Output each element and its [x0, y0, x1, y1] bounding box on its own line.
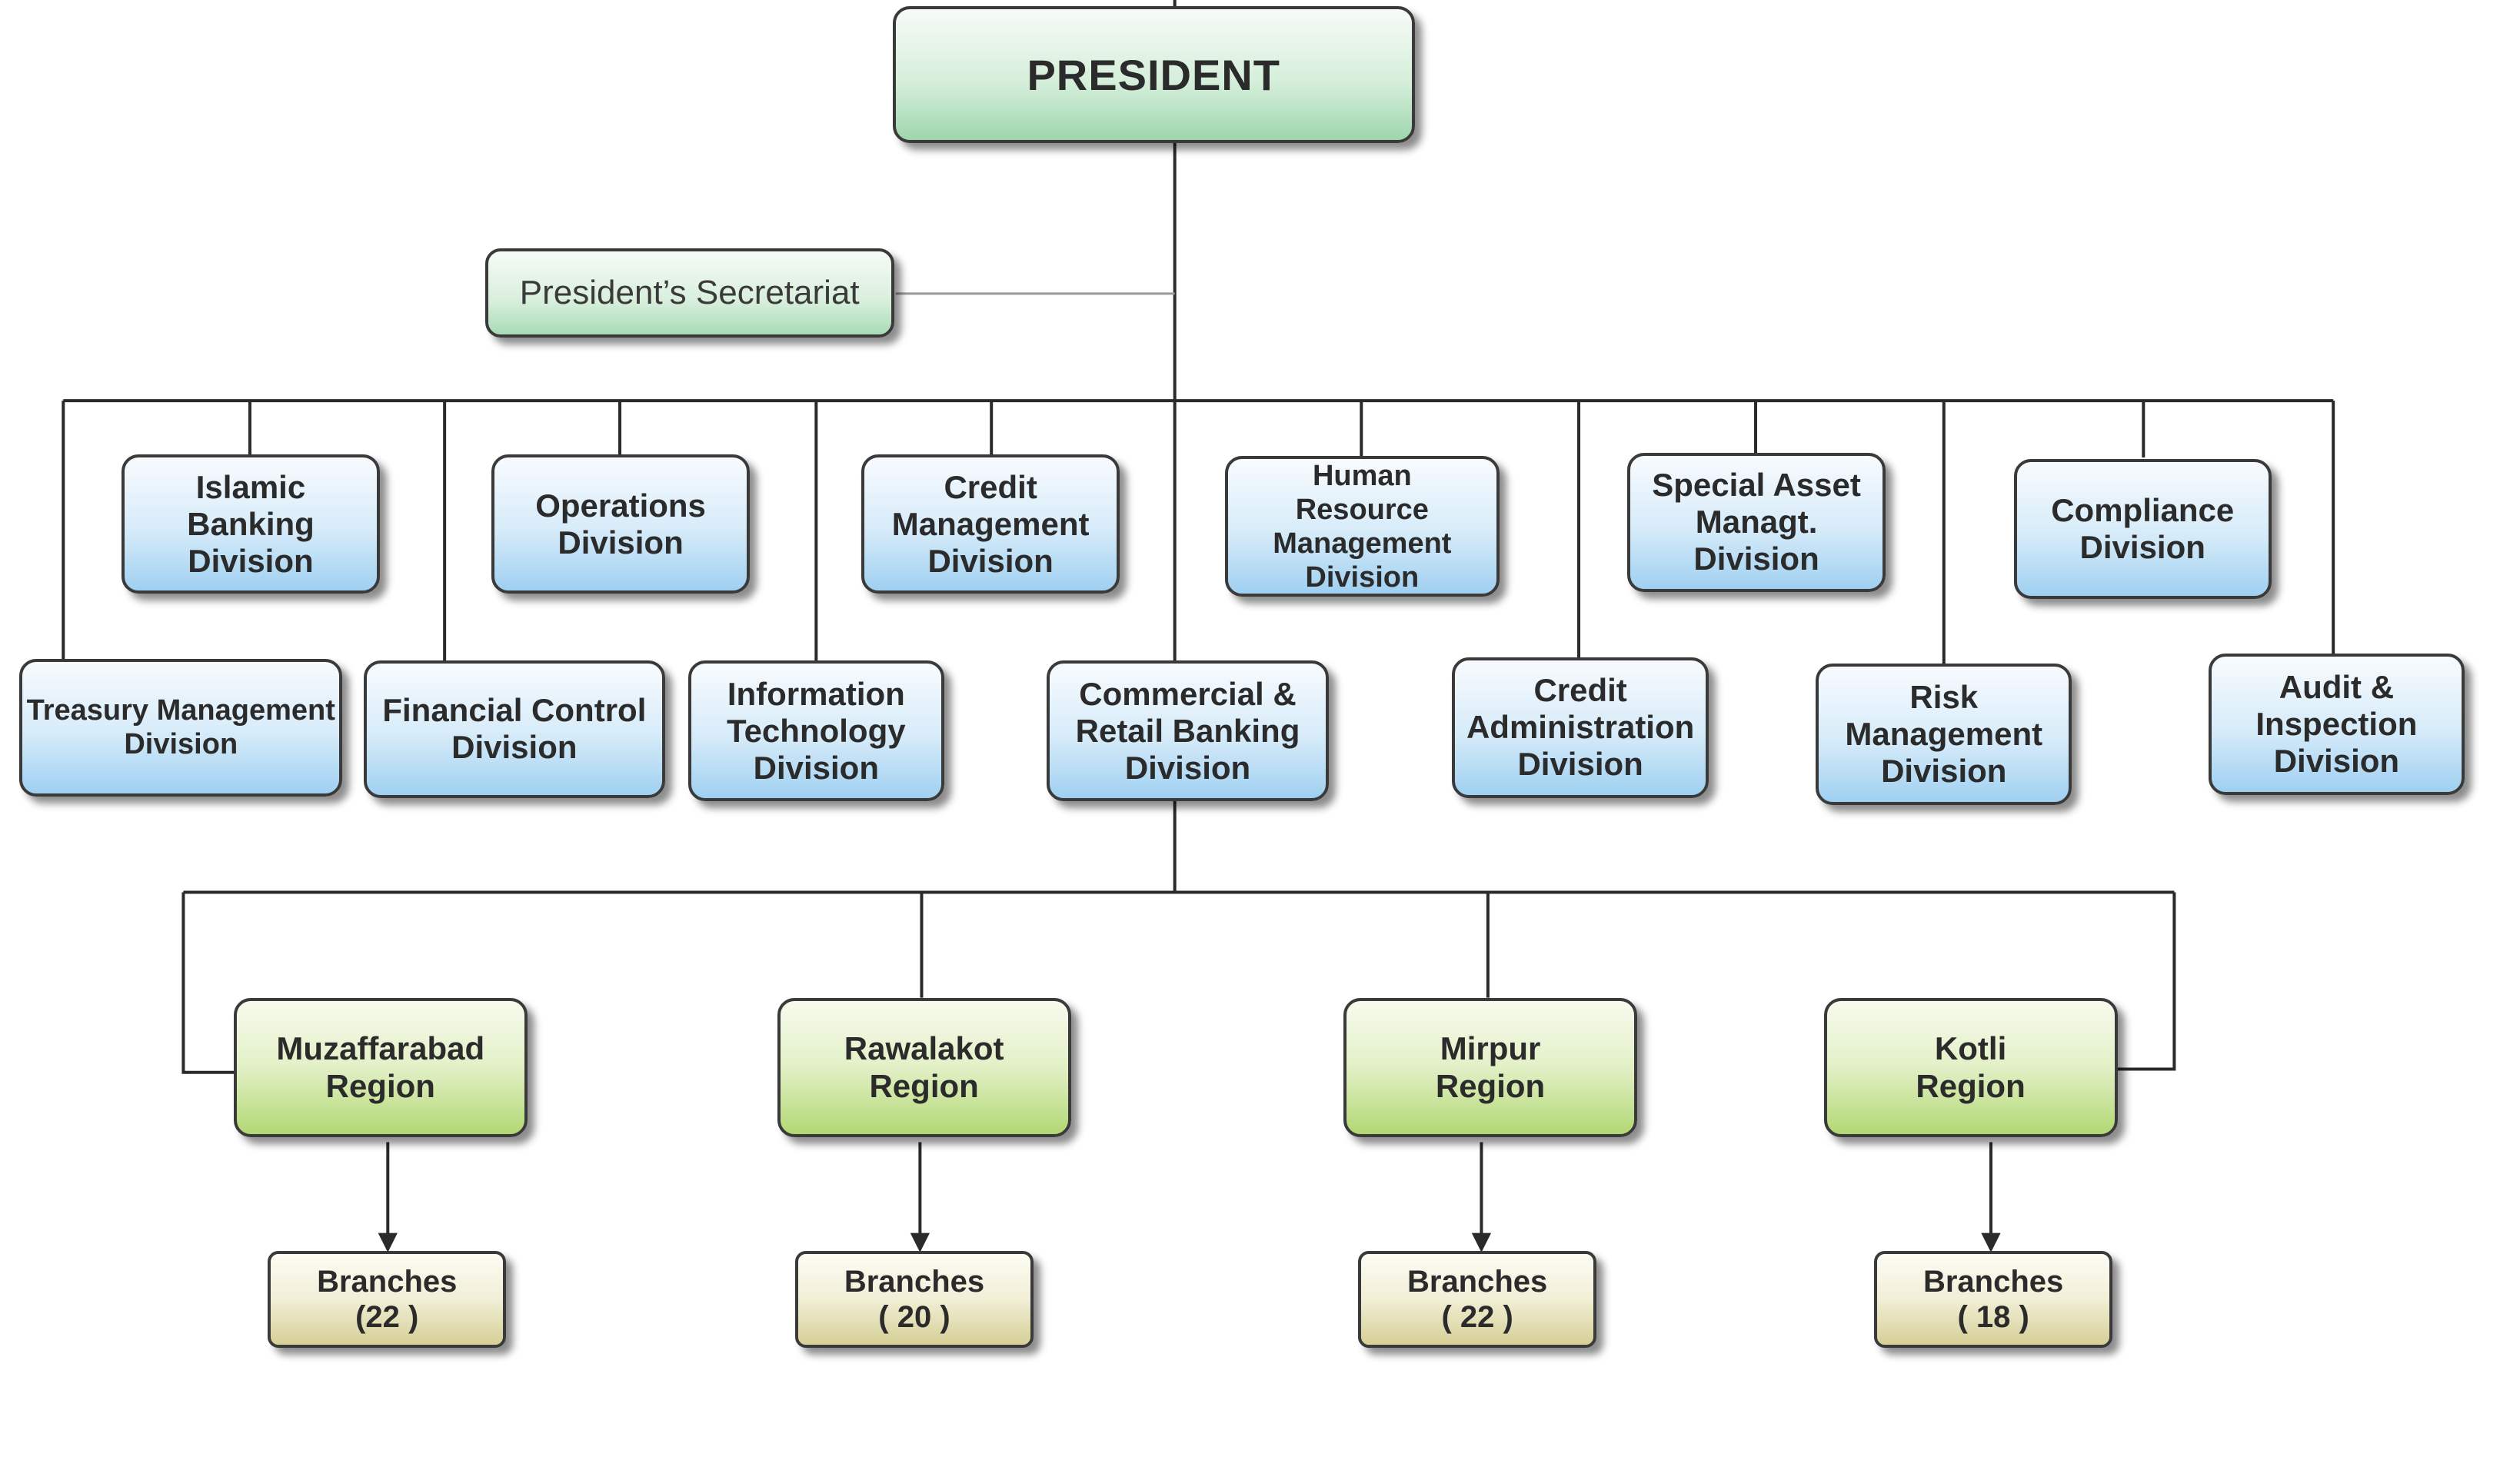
special-asset-division-label-line: Special Asset [1652, 467, 1861, 504]
mirpur-branches-box-label-line: ( 22 ) [1441, 1300, 1513, 1335]
commercial-retail-banking-division-label-line: Commercial & [1079, 675, 1297, 712]
audit-inspection-division-label-line: Inspection [2255, 706, 2418, 743]
credit-administration-division-label-line: Credit [1533, 672, 1627, 709]
rawalakot-branches-box[interactable]: Branches( 20 ) [794, 1250, 1034, 1349]
special-asset-division-label-line: Managt. [1695, 504, 1818, 541]
financial-control-division-label-line: Division [451, 729, 578, 766]
credit-management-division-label-line: Credit [944, 468, 1037, 505]
financial-control-division-label-line: Financial Control [382, 692, 647, 729]
muzaffarabad-branches-box-label-line: (22 ) [355, 1300, 419, 1335]
rawalakot-region-label-line: Rawalakot [844, 1030, 1004, 1067]
president-box[interactable]: PRESIDENT [892, 6, 1415, 143]
rawalakot-branches-box-label-line: ( 20 ) [878, 1300, 950, 1335]
hr-management-division-label-line: Management [1273, 527, 1452, 560]
kotli-branches-box-label-line: ( 18 ) [1957, 1300, 2029, 1335]
secretariat-box[interactable]: President’s Secretariat [484, 248, 894, 338]
information-technology-division-label-line: Information [727, 675, 905, 712]
islamic-banking-division-label-line: Islamic [195, 468, 306, 505]
islamic-banking-division-label-line: Banking [187, 505, 315, 542]
commercial-retail-banking-division-label-line: Division [1124, 749, 1251, 786]
treasury-management-division-label-line: Division [124, 728, 238, 761]
muzaffarabad-region-label-line: Region [325, 1068, 435, 1105]
operations-division-label-line: Division [558, 524, 684, 561]
kotli-region-label-line: Kotli [1934, 1030, 2007, 1067]
muzaffarabad-region-label-line: Muzaffarabad [276, 1030, 485, 1067]
region-connector-right [2117, 892, 2176, 1071]
rawalakot-region-label-line: Region [869, 1068, 979, 1105]
special-asset-division-label-line: Division [1693, 541, 1819, 577]
mirpur-region-label-line: Region [1435, 1068, 1546, 1105]
muzaffarabad-branches-box-label-line: Branches [317, 1265, 458, 1299]
hr-management-division-label-line: Division [1305, 561, 1420, 594]
information-technology-division-label-line: Technology [727, 712, 906, 749]
credit-administration-division-label-line: Division [1517, 746, 1643, 783]
arrowhead [1981, 1232, 2001, 1252]
president-box-label-line: PRESIDENT [1027, 50, 1280, 99]
credit-management-division-label-line: Division [927, 542, 1054, 579]
credit-management-division-label-line: Management [891, 505, 1090, 542]
hr-management-division-label-line: Resource [1295, 493, 1429, 526]
kotli-region-label-line: Region [1916, 1068, 2026, 1105]
hr-management-division-label-line: Human [1312, 459, 1412, 492]
compliance-division-label-line: Division [2079, 528, 2205, 565]
risk-management-division-label-line: Management [1845, 715, 2043, 752]
rawalakot-branches-box-label-line: Branches [844, 1265, 985, 1299]
kotli-branches-box[interactable]: Branches( 18 ) [1874, 1250, 2113, 1349]
commercial-retail-banking-division-label-line: Retail Banking [1075, 712, 1300, 749]
muzaffarabad-branches-box[interactable]: Branches(22 ) [268, 1250, 507, 1349]
audit-inspection-division-label-line: Division [2273, 743, 2400, 780]
credit-administration-division-label-line: Administration [1466, 709, 1695, 746]
risk-management-division-label-line: Risk [1909, 678, 1979, 715]
audit-inspection-division-label-line: Audit & [2279, 669, 2395, 706]
arrowhead [1471, 1232, 1492, 1252]
mirpur-branches-box[interactable]: Branches( 22 ) [1358, 1250, 1597, 1349]
mirpur-branches-box-label-line: Branches [1406, 1265, 1548, 1299]
operations-division-label-line: Operations [535, 487, 706, 524]
compliance-division-label-line: Compliance [2051, 491, 2235, 528]
arrowhead [910, 1232, 930, 1252]
treasury-management-division-label-line: Treasury Management [26, 694, 335, 727]
kotli-branches-box-label-line: Branches [1922, 1265, 2064, 1299]
information-technology-division-label-line: Division [753, 749, 879, 786]
islamic-banking-division-label-line: Division [188, 542, 314, 579]
arrowhead [378, 1232, 398, 1252]
mirpur-region-label-line: Mirpur [1440, 1030, 1541, 1067]
risk-management-division-label-line: Division [1881, 752, 2007, 789]
secretariat-box-label-line: President’s Secretariat [519, 273, 860, 311]
region-connector-left [181, 892, 238, 1074]
